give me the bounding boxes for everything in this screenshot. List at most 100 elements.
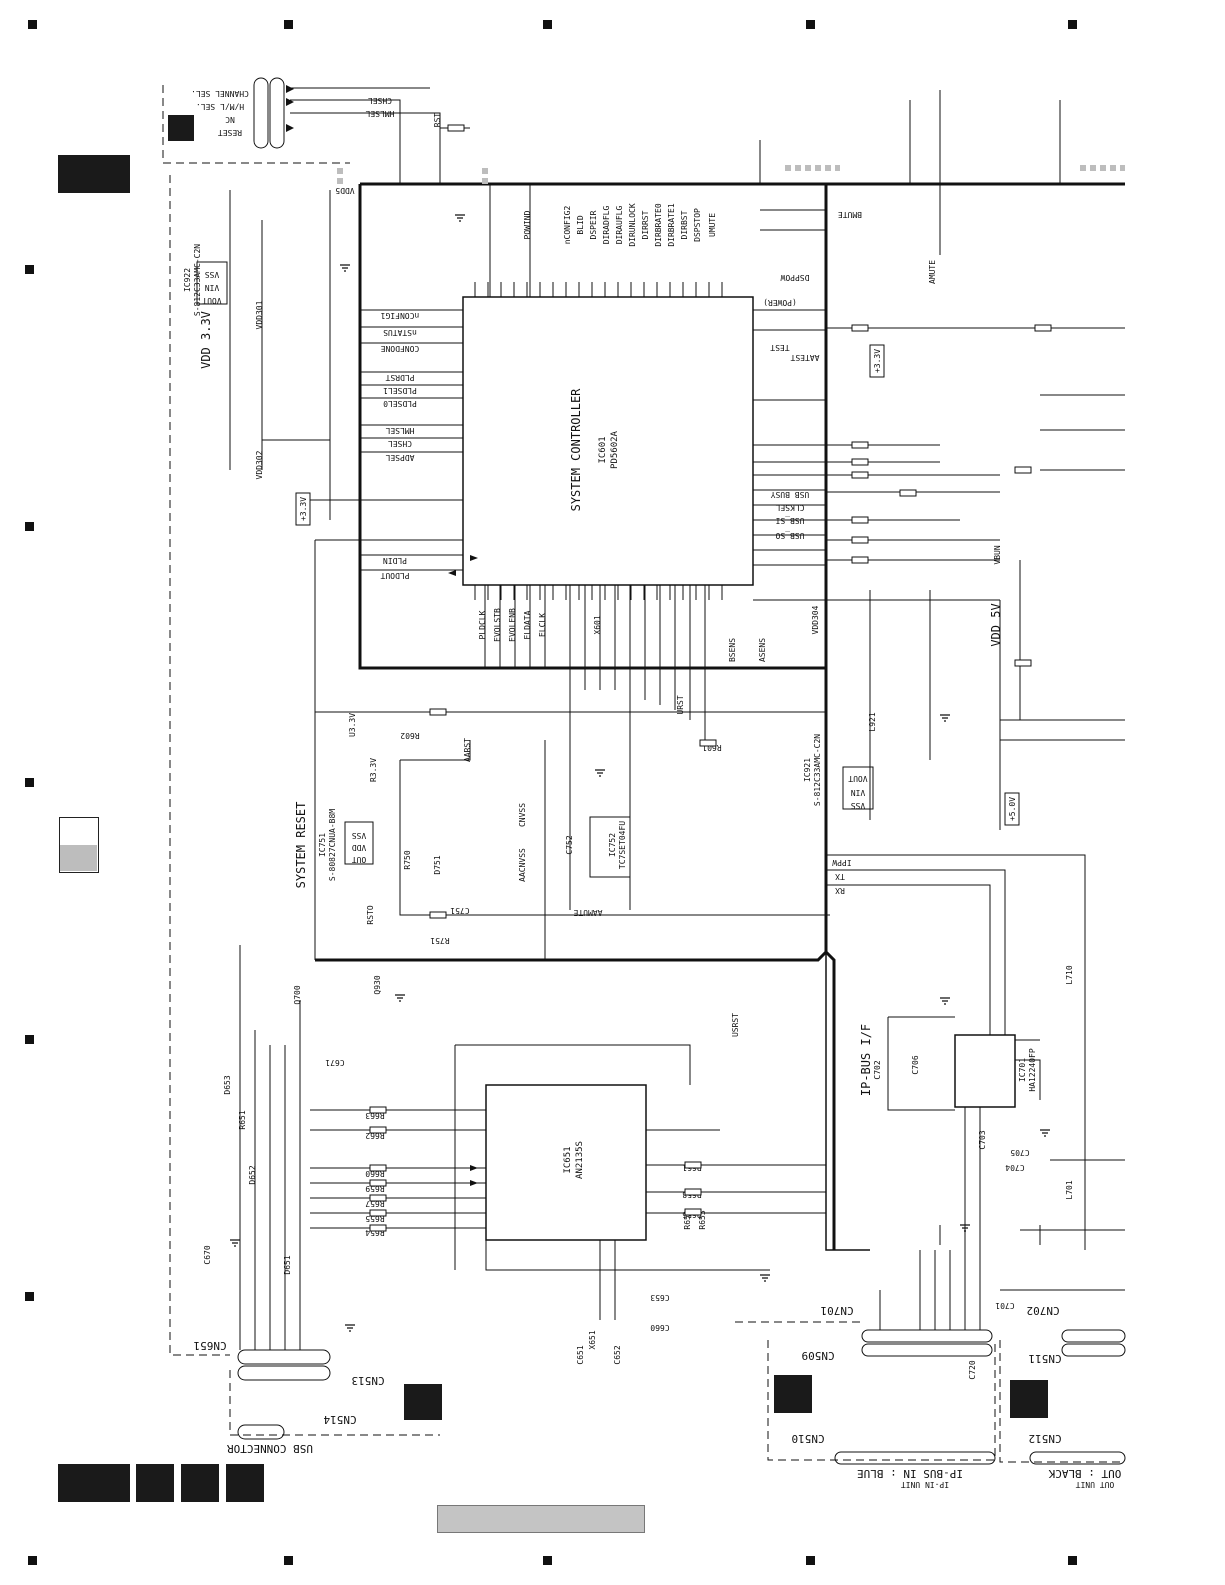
sig-diradflg: DIRADFLG (602, 206, 611, 245)
registration-mark-top-3 (543, 20, 552, 29)
part-labels: R651 R652 R653 R654 R655 R656 R657 R658 … (203, 615, 1030, 1379)
cn511-label: CN511 (1028, 1352, 1061, 1365)
part-c652: C652 (613, 1345, 622, 1364)
part-r659: R659 (365, 1184, 384, 1193)
part-r750: R750 (403, 850, 412, 869)
cn702-label: CN702 (1026, 1304, 1059, 1317)
sig-hmlsel: HMLSEL (385, 426, 414, 435)
cn509-label: CN509 (801, 1349, 834, 1362)
sig-eldata: ELDATA (523, 610, 532, 639)
net-l710: L710 (1065, 965, 1074, 984)
resistor-symbols (369, 124, 1052, 1232)
net-tx: TX (835, 872, 845, 881)
net-asens: ASENS (758, 638, 767, 662)
part-r602: R602 (400, 731, 419, 740)
part-r660: R660 (365, 1169, 384, 1178)
reg-b-pin-vout: VOUT (848, 774, 867, 783)
reset-pin-vdd: VDD (352, 843, 367, 852)
mcu-bottom-signals: PLDCLK EVOLSTB EVOLENB ELDATA ELCLK (478, 608, 547, 642)
part-d653: D653 (223, 1075, 232, 1094)
part-c705: C705 (1010, 1148, 1029, 1157)
part-r657: R657 (365, 1199, 384, 1208)
net-vdd302: VDD302 (255, 450, 264, 479)
sig-confdone: CONFDONE (381, 344, 420, 353)
sig-dirunlock: DIRUNLOCK (628, 203, 637, 247)
sig-dspstop: DSPSTOP (693, 208, 702, 242)
net-labels: VDD5 RST CHSEL HMLSEL BMUTE AMUTE AAMUTE… (255, 96, 1074, 1200)
v33-box: +3.3V (299, 497, 308, 521)
sig-umute: UMUTE (708, 213, 717, 237)
registration-mark-bottom-2 (284, 1556, 293, 1565)
page-footer-box (437, 1505, 645, 1533)
page-tab-2 (136, 1464, 174, 1502)
part-r601: R601 (702, 743, 721, 752)
sig-clksel: CLKSEL (775, 503, 804, 512)
registration-mark-bottom-3 (543, 1556, 552, 1565)
ic-pin-labels: VSS VIN VOUT VOUT VIN VSS VSS VDD OUT (202, 270, 867, 864)
registration-mark-bottom-4 (806, 1556, 815, 1565)
out-unit-label: OUT UNIT (1076, 1480, 1115, 1489)
registration-mark-left-2 (25, 522, 34, 531)
registration-mark-top-2 (284, 20, 293, 29)
part-c660: C660 (650, 1323, 669, 1332)
net-amute: AMUTE (928, 260, 937, 284)
part-r662: R662 (365, 1131, 384, 1140)
system-reset-title: SYSTEM RESET (294, 802, 308, 889)
part-r655: R655 (365, 1214, 384, 1223)
part-c751: C751 (450, 906, 469, 915)
net-vdd301: VDD301 (255, 300, 264, 329)
registration-mark-left-4 (25, 1035, 34, 1044)
reg-b-pin-vin: VIN (851, 788, 866, 797)
sig-dirbrate0: DIRBRATE0 (654, 203, 663, 247)
reg-a-label: VDD 3.3V (199, 311, 213, 369)
usb-controller-part: AN2135S (575, 1141, 585, 1179)
reg-a-pin-vss: VSS (205, 270, 220, 279)
signal-arrows (286, 85, 478, 1186)
net-hmlsel: HMLSEL (365, 109, 394, 118)
part-r652: R652 (683, 1210, 692, 1229)
ic752-ref: IC752 (608, 833, 617, 857)
part-c671: C671 (325, 1058, 344, 1067)
sig-usb-busy: USB_BUSY (771, 490, 810, 499)
part-d751: D751 (433, 855, 442, 874)
cn701-label: CN701 (820, 1304, 853, 1317)
ip-bus-in-label: IP-BUS IN : BLUE (857, 1467, 963, 1480)
sig-dirbrate1: DIRBRATE1 (667, 203, 676, 247)
v33-box-b: +3.3V (873, 349, 882, 373)
cn514-label: CN514 (323, 1413, 356, 1426)
net-vbun: VBUN (993, 545, 1002, 564)
part-c702: C702 (873, 1060, 882, 1079)
part-d652: D652 (248, 1165, 257, 1184)
part-r663: R663 (365, 1111, 384, 1120)
page-tab-3 (181, 1464, 219, 1502)
part-r651: R651 (238, 1110, 247, 1129)
part-d651: D651 (283, 1255, 292, 1274)
sig-pldrst: PLDRST (385, 373, 414, 382)
reset-pin-out: OUT (352, 855, 367, 864)
reg-b-label: VDD 5V (989, 603, 1003, 646)
part-c701: C701 (995, 1301, 1014, 1310)
net-vdd5: VDD5 (335, 186, 354, 195)
part-x601: X601 (593, 615, 602, 634)
sig-aatest: AATEST (790, 353, 819, 362)
usb-connector-label: USB CONNECTOR (227, 1442, 313, 1455)
net-cnvss: CNVSS (518, 803, 527, 827)
ip-bus-ref: IC701 (1018, 1058, 1027, 1082)
net-usrst: USRST (731, 1013, 740, 1037)
part-c752: C752 (565, 835, 574, 854)
ic752-part: TC7SET04FU (618, 821, 627, 869)
sig-nconfig2: nCONFIG2 (563, 206, 572, 245)
sig-pldin: PLDIN (383, 556, 407, 565)
net-rst: RST (433, 113, 442, 128)
section-tab-top (58, 155, 130, 193)
part-c704: C704 (1005, 1163, 1024, 1172)
reg-a-pin-vin: VIN (205, 283, 220, 292)
top-label-hml-sel: H/M/L SEL. (196, 102, 244, 111)
sig-chsel: CHSEL (388, 439, 412, 448)
v50-box: +5.0V (1008, 797, 1017, 821)
sig-usb-si: USB_SI (775, 516, 804, 525)
page-tab-1 (58, 1464, 130, 1502)
sig-dspeir: DSPEIR (589, 210, 598, 239)
net-aamute: AAMUTE (573, 908, 602, 917)
part-c703: C703 (978, 1130, 987, 1149)
